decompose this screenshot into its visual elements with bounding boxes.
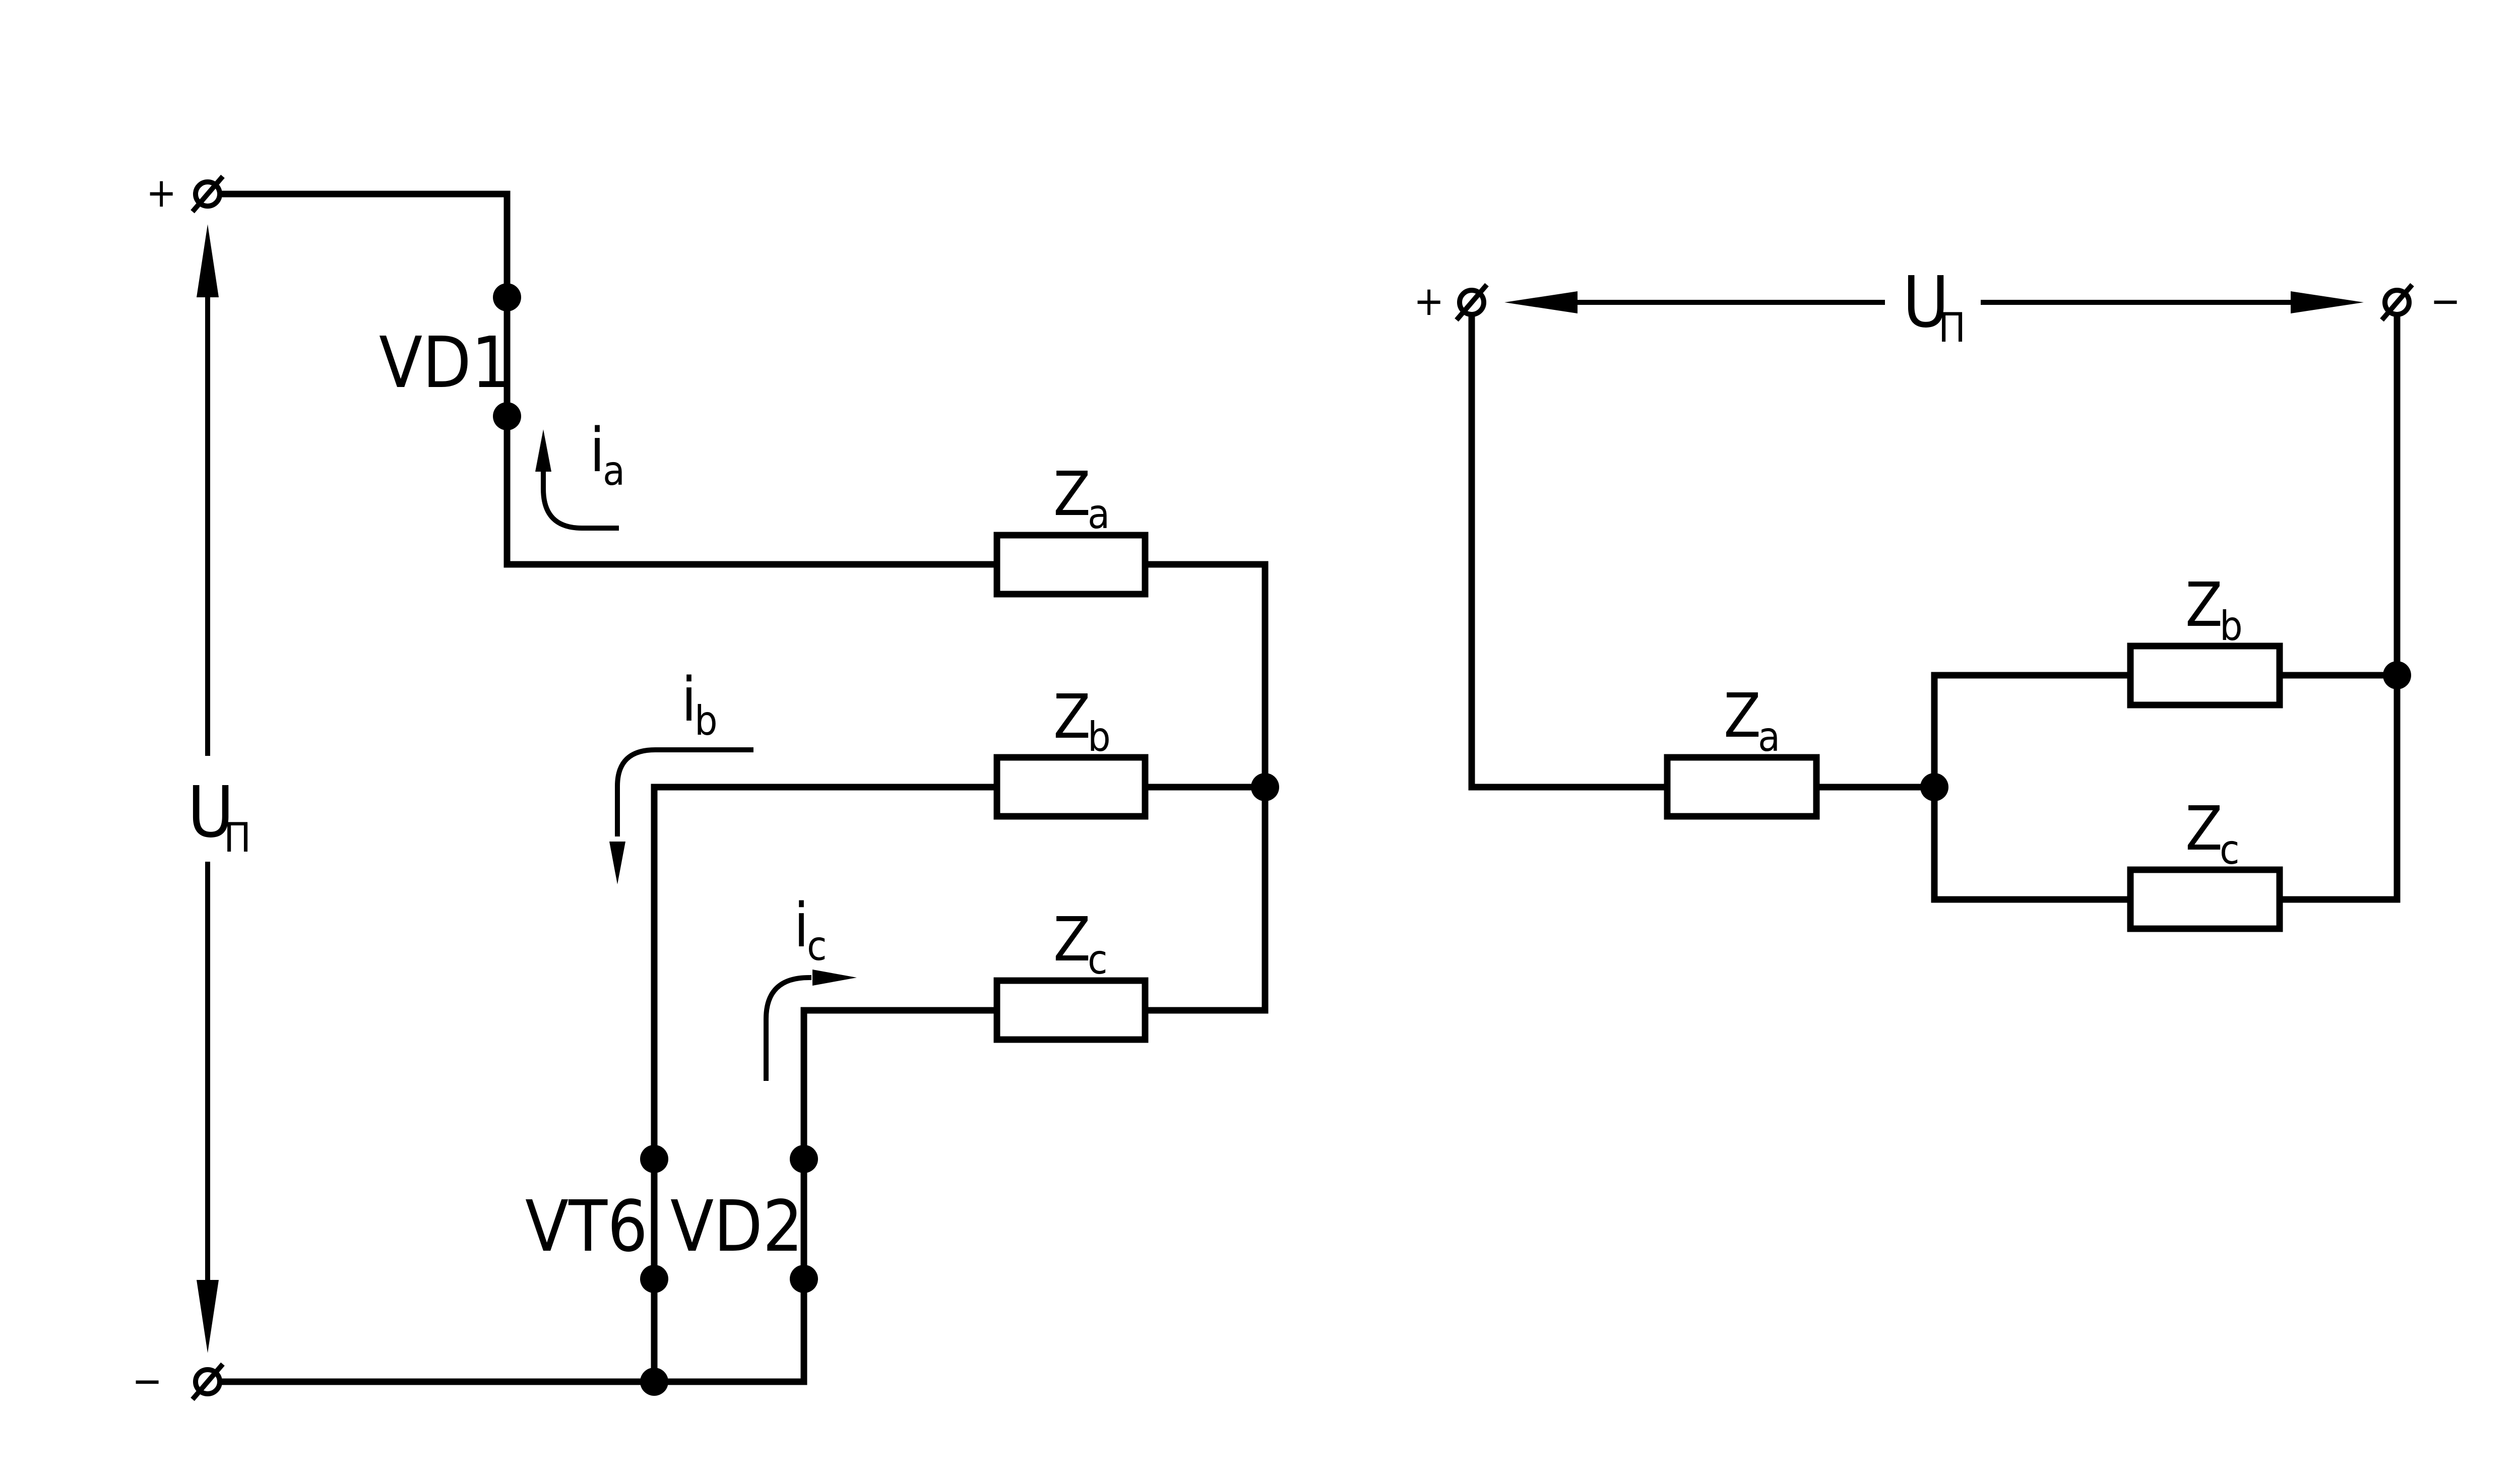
- right-circuit: + − U П Z a Z b Z c: [1414, 262, 2461, 932]
- right-zb-resistor: [2127, 642, 2283, 708]
- left-ia-label: i: [590, 416, 605, 486]
- right-supply-label: U: [1903, 262, 1949, 344]
- left-zc-label: Z: [1053, 905, 1091, 975]
- left-supply-arrowhead-up: [197, 224, 219, 297]
- left-vd1-bottom-node: [493, 402, 521, 430]
- left-ic-arrowhead: [812, 970, 857, 986]
- right-junction-node: [1920, 773, 1948, 801]
- left-minus-terminal-icon: [191, 1362, 225, 1401]
- left-plus-sign: +: [146, 169, 176, 216]
- left-zb-label-sub: b: [1088, 714, 1111, 760]
- left-vd2-bottom-node: [790, 1265, 818, 1293]
- left-ia-label-sub: a: [603, 447, 625, 494]
- left-vd2-label: VD2: [670, 1186, 803, 1268]
- left-vd1-label: VD1: [379, 322, 512, 404]
- right-right-wire: [2276, 299, 2401, 903]
- left-vt6-top-node: [640, 1145, 668, 1173]
- left-ib-label: i: [681, 665, 697, 735]
- left-ia-arrow: [541, 469, 619, 531]
- left-ic-label: i: [794, 891, 809, 961]
- left-ia-arrowhead: [535, 429, 551, 472]
- left-za-label-sub: a: [1088, 491, 1110, 538]
- right-minus-terminal-icon: [2380, 283, 2414, 322]
- left-zb-resistor: [993, 754, 1149, 820]
- left-top-wire: [204, 190, 996, 568]
- left-star-node: [1251, 773, 1279, 801]
- right-parallel-left-bus: [1931, 672, 2131, 903]
- left-b-branch-wire: [651, 784, 996, 1385]
- right-za-resistor: [1664, 754, 1820, 820]
- right-zc-resistor: [2127, 866, 2283, 932]
- right-zc-label: Z: [2185, 794, 2223, 864]
- right-zb-label: Z: [2185, 570, 2223, 640]
- left-ic-arrow: [764, 975, 811, 1081]
- right-return-node: [2383, 661, 2411, 689]
- left-ib-arrowhead: [609, 842, 625, 884]
- left-vt6-bottom-node: [640, 1265, 668, 1293]
- left-plus-terminal-icon: [191, 174, 225, 214]
- left-ic-label-sub: c: [807, 923, 827, 970]
- left-supply-label: U: [187, 771, 234, 854]
- left-zc-label-sub: c: [1088, 936, 1108, 983]
- right-zb-label-sub: b: [2220, 603, 2243, 650]
- left-circuit: + − U П VD1 VT6 VD2 Z a Z b Z c i a i b …: [132, 169, 1279, 1404]
- left-ib-label-sub: b: [695, 697, 718, 744]
- right-supply-arrowhead-left: [1504, 291, 1578, 313]
- left-ib-arrow: [615, 747, 753, 836]
- right-za-label: Z: [1724, 681, 1761, 751]
- right-supply-label-sub: П: [1938, 304, 1966, 351]
- left-bottom-node: [640, 1368, 668, 1396]
- left-zb-label: Z: [1053, 682, 1091, 752]
- right-supply-arrowhead-right: [2291, 291, 2364, 313]
- left-minus-sign: −: [132, 1358, 162, 1404]
- right-za-label-sub: a: [1758, 714, 1780, 760]
- left-vd2-top-node: [790, 1145, 818, 1173]
- left-za-resistor: [993, 532, 1149, 598]
- left-za-label: Z: [1053, 460, 1091, 530]
- left-supply-arrowhead-down: [197, 1280, 219, 1353]
- left-vd1-top-node: [493, 283, 521, 311]
- right-plus-sign: +: [1414, 278, 1444, 325]
- right-minus-sign: −: [2430, 278, 2461, 325]
- left-c-branch-wire: [204, 1007, 996, 1385]
- left-supply-label-sub: П: [224, 814, 251, 861]
- right-left-wire: [1468, 299, 1668, 791]
- left-zc-resistor: [993, 977, 1149, 1043]
- right-plus-terminal-icon: [1455, 283, 1489, 322]
- right-zc-label-sub: c: [2220, 826, 2240, 873]
- left-vt6-label: VT6: [525, 1186, 648, 1268]
